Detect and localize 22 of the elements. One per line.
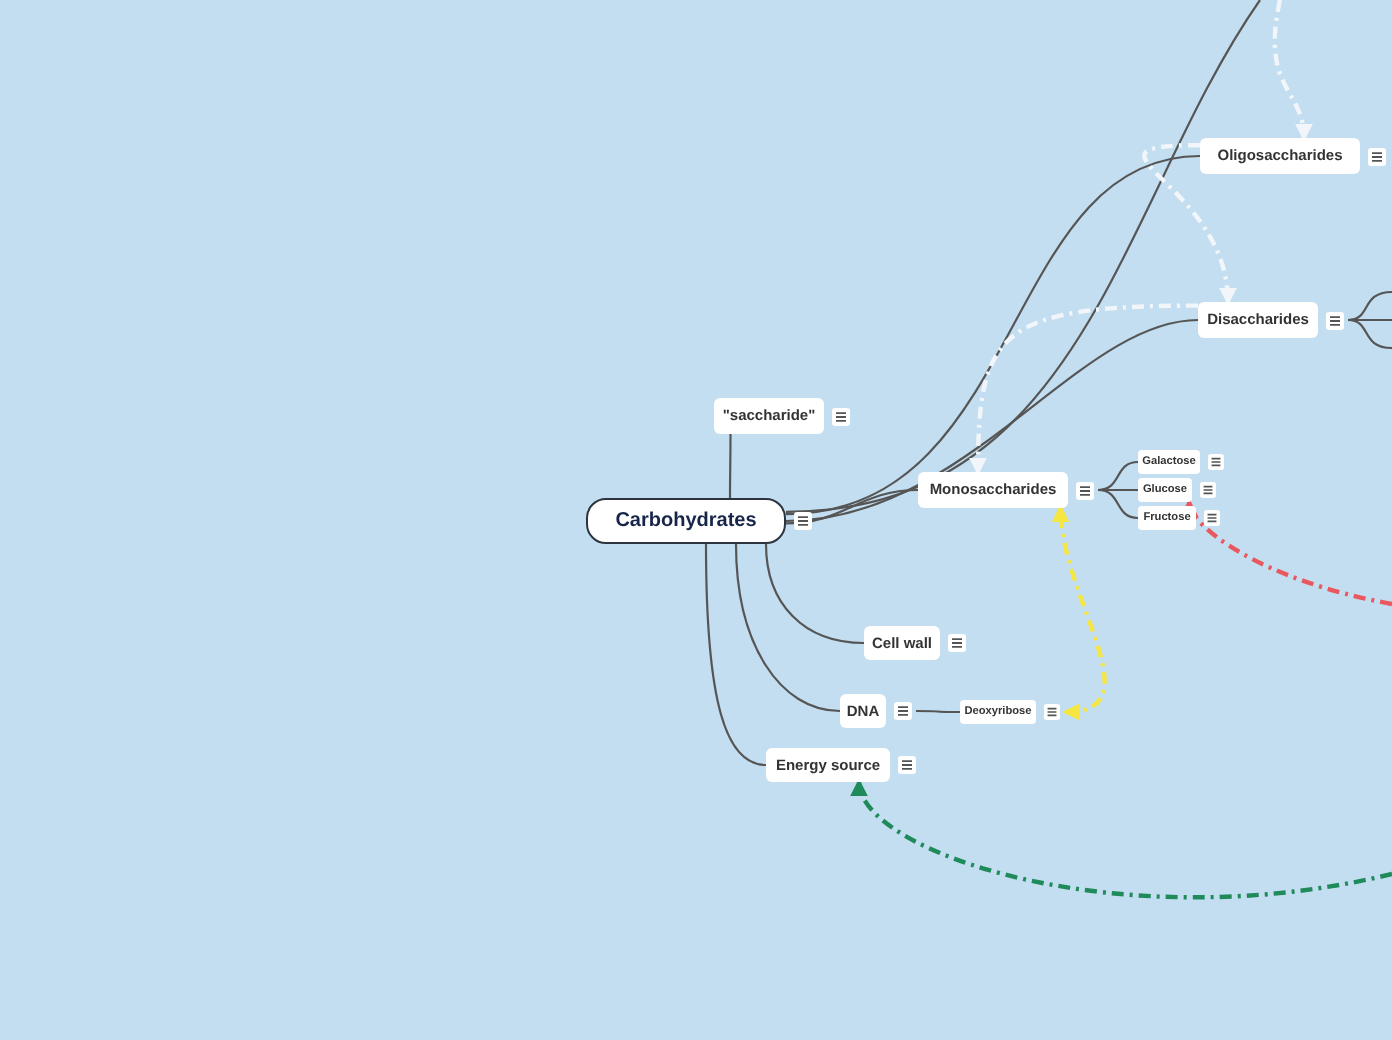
branch-line (785, 154, 1201, 516)
branch-line (785, 318, 1199, 523)
branch-line (734, 543, 841, 713)
branch-line (764, 543, 865, 645)
central-topic: Carbohydrates (586, 498, 786, 544)
branch-line (785, 488, 919, 525)
branch-line (1098, 488, 1138, 492)
branch-line (1347, 290, 1392, 322)
branch-line (1348, 318, 1392, 322)
relationship-arrow (1052, 504, 1107, 720)
branch-line (1097, 488, 1139, 520)
branch-line (916, 709, 960, 714)
branch-line (1347, 318, 1392, 350)
relationship-arrow (969, 303, 1199, 476)
relationship-arrow (1272, 0, 1312, 142)
relationship-arrow (854, 778, 1392, 900)
branch-line (704, 544, 767, 767)
branch-line (728, 434, 732, 498)
branch-line (785, 0, 1261, 513)
relationship-arrow (1142, 143, 1236, 306)
branch-line (1097, 460, 1139, 492)
relationship-arrow (1183, 498, 1392, 607)
